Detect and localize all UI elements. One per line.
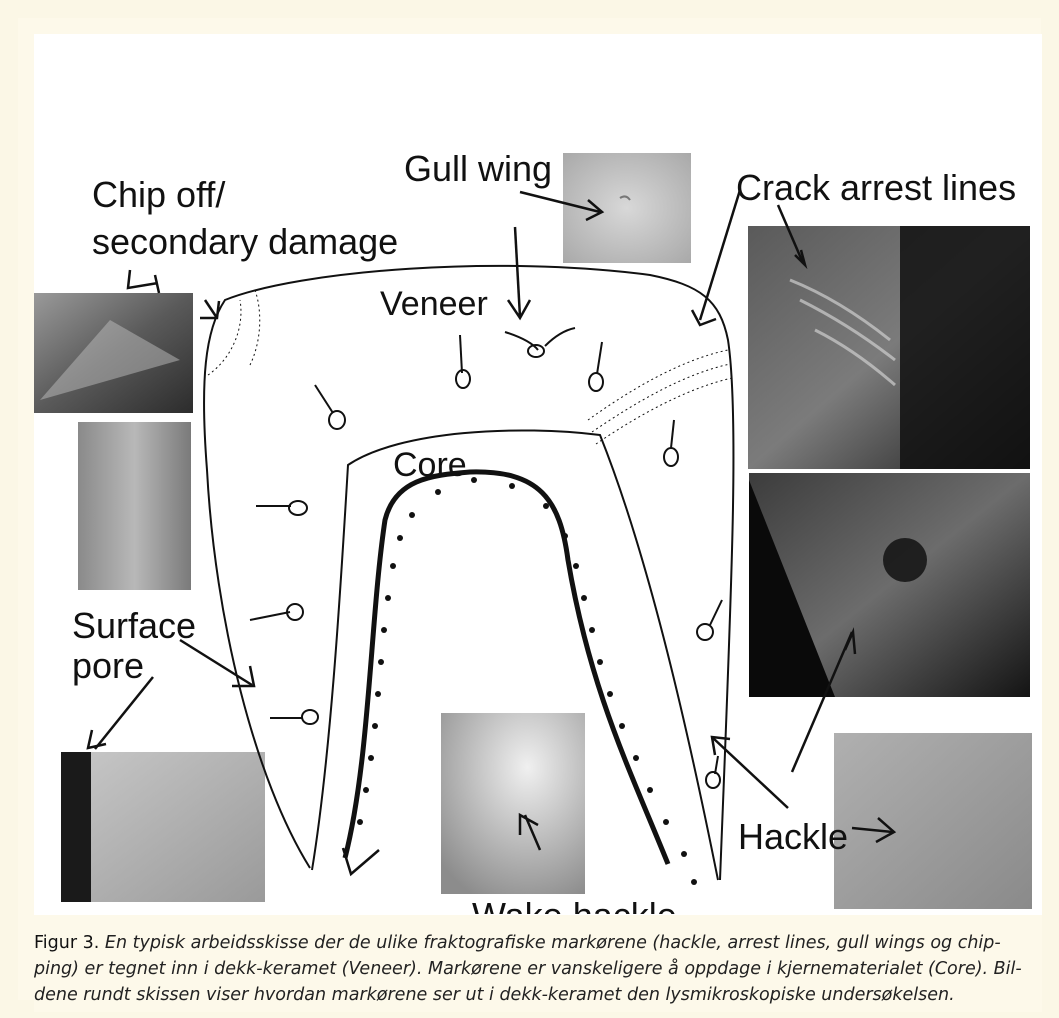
label-wake-hackle: Wake hackle: [472, 895, 677, 914]
label-pore: pore: [72, 645, 144, 686]
caption-text: En typisk arbeidsskisse der de ulike fra…: [34, 933, 1022, 1005]
label-core: Core: [393, 446, 467, 484]
micrograph-left-fracture: [78, 422, 191, 590]
label-chip-off: Chip off/: [92, 174, 225, 215]
label-surface: Surface: [72, 605, 196, 646]
micrograph-wake-hackle: [441, 713, 585, 894]
label-crack-arrest-lines: Crack arrest lines: [736, 167, 1016, 208]
label-hackle: Hackle: [738, 816, 848, 857]
fractography-sketch: Chip off/ secondary damage Gull wing Cra…: [34, 34, 1042, 914]
micrograph-chip-off: [34, 293, 193, 413]
micrograph-hackle-dark: [749, 473, 1030, 697]
micrograph-hackle-light: [834, 733, 1032, 909]
label-secondary-damage: secondary damage: [92, 221, 398, 262]
micrograph-crack-arrest: [748, 226, 1030, 469]
caption-label: Figur 3.: [34, 933, 99, 953]
label-gull-wing: Gull wing: [404, 148, 552, 189]
label-veneer: Veneer: [380, 285, 488, 323]
figure-caption: Figur 3. En typisk arbeidsskisse der de …: [34, 930, 1034, 1008]
micrograph-surface-pore: [61, 752, 265, 902]
